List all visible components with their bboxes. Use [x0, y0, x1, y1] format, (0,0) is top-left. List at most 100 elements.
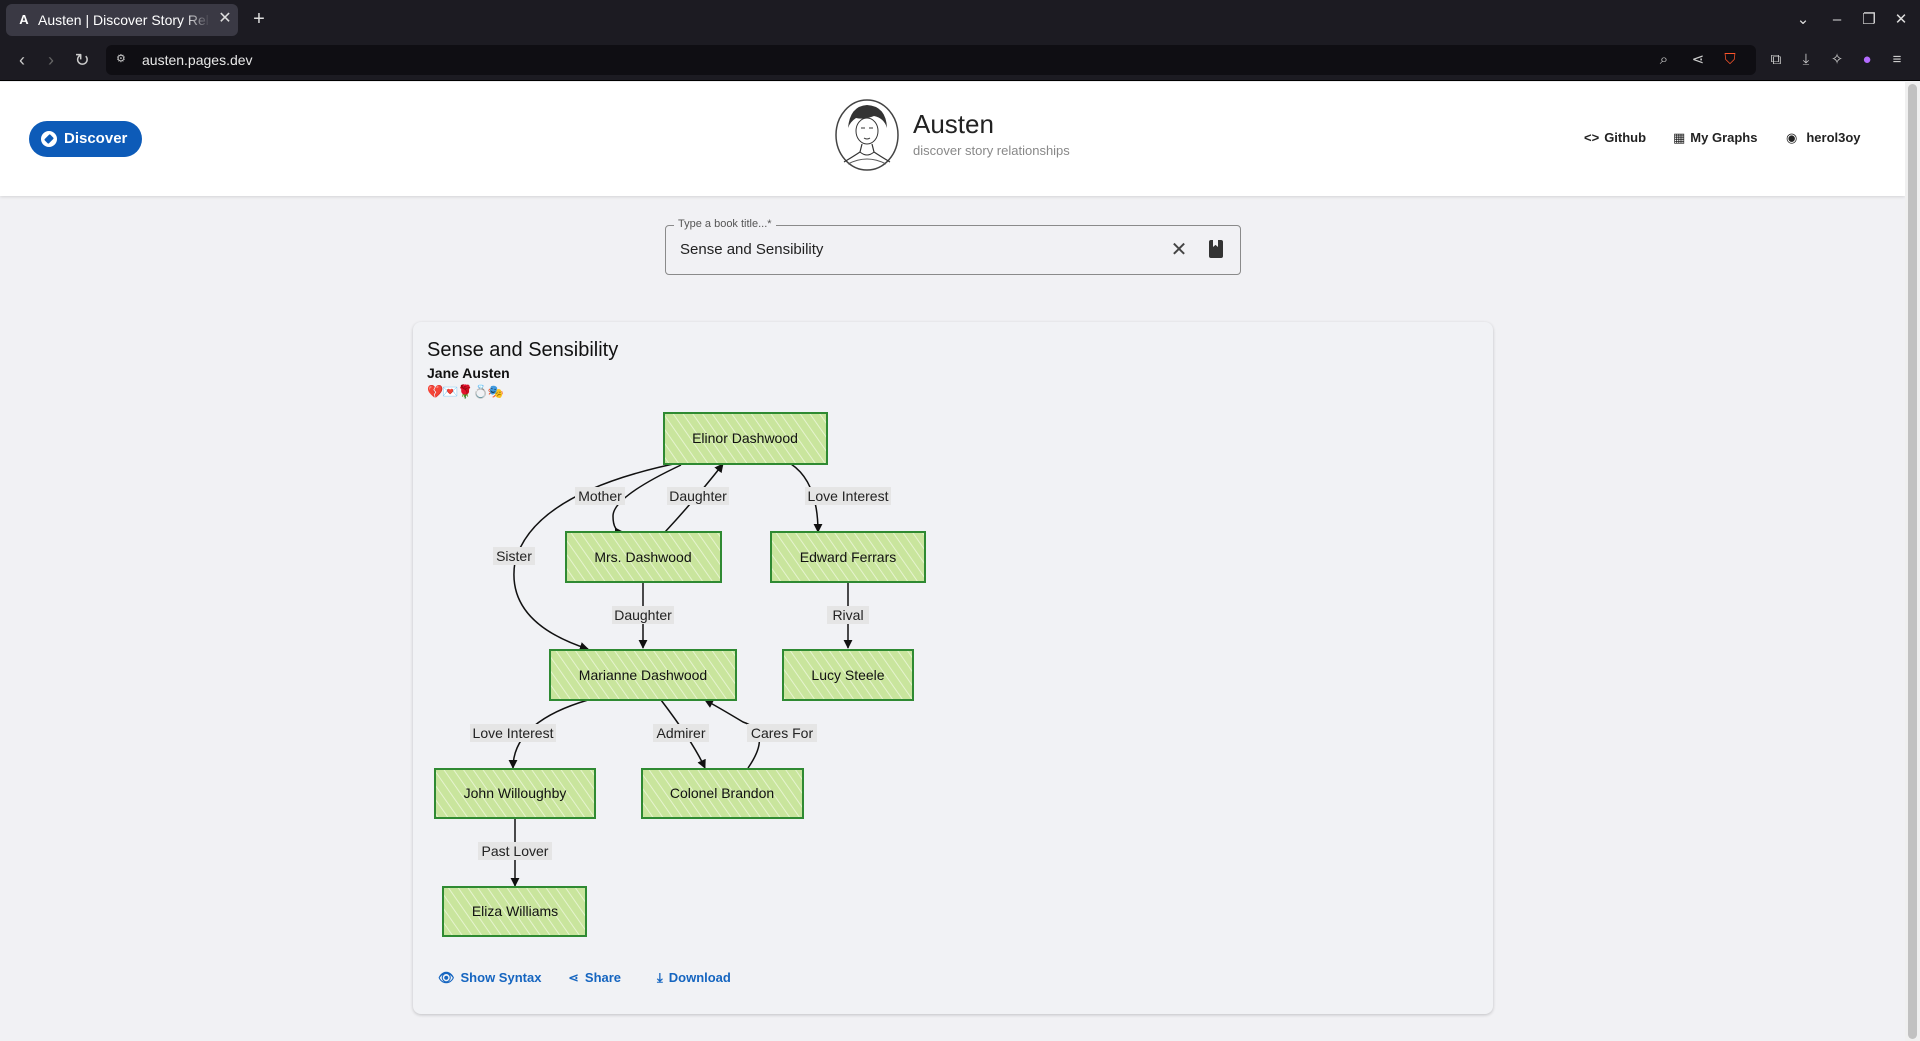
svg-text:Mother: Mother	[578, 488, 622, 504]
browser-toolbar: ‹ › ↻ ⚙ austen.pages.dev ⌕ ⋖ ⛉ ⧉ ⤓ ✧ ● ≡	[0, 40, 1920, 81]
share-button[interactable]: ⋖ Share	[568, 970, 621, 986]
browser-tab-bar: A Austen | Discover Story Relationships …	[0, 0, 1920, 40]
code-icon: <>	[1584, 130, 1600, 145]
svg-text:Daughter: Daughter	[669, 488, 727, 504]
user-account-link[interactable]: ◉ herol3oy	[1786, 130, 1861, 146]
window-close-icon[interactable]: ✕	[1894, 11, 1908, 28]
svg-text:Colonel Brandon: Colonel Brandon	[670, 785, 774, 801]
show-syntax-button[interactable]: 👁 Show Syntax	[438, 970, 541, 986]
edge-label-cares-for: Cares For	[747, 724, 817, 742]
address-bar[interactable]: ⚙ austen.pages.dev ⌕ ⋖ ⛉	[106, 45, 1756, 75]
dashboard-grid-icon: ▦	[1673, 130, 1686, 145]
book-title-search[interactable]: Type a book title...* ✕	[665, 217, 1241, 275]
node-lucy-steele[interactable]: Lucy Steele	[782, 649, 914, 701]
download-button[interactable]: ⤓ Download	[657, 970, 731, 986]
github-link[interactable]: <> Github	[1584, 130, 1646, 146]
node-mrs-dashwood[interactable]: Mrs. Dashwood	[565, 531, 722, 583]
url-text: austen.pages.dev	[142, 52, 253, 68]
svg-text:Eliza Williams: Eliza Williams	[472, 903, 558, 919]
discover-label: Discover	[64, 130, 128, 147]
edge-label-sister: Sister	[493, 547, 535, 565]
show-syntax-label: Show Syntax	[460, 970, 542, 985]
forward-icon[interactable]: ›	[48, 50, 54, 70]
page-scrollbar[interactable]	[1905, 82, 1920, 1041]
book-icon[interactable]	[1209, 240, 1223, 258]
browser-tab[interactable]: A Austen | Discover Story Relationships …	[6, 4, 238, 36]
edge-label-daughter-2: Daughter	[612, 606, 674, 624]
scrollbar-thumb[interactable]	[1908, 84, 1917, 1039]
book-title: Sense and Sensibility	[427, 339, 619, 361]
brand-subtitle: discover story relationships	[913, 143, 1070, 158]
svg-text:Elinor Dashwood: Elinor Dashwood	[692, 430, 798, 446]
new-tab-icon[interactable]: +	[253, 8, 265, 30]
node-marianne-dashwood[interactable]: Marianne Dashwood	[549, 649, 737, 701]
search-label: Type a book title...*	[674, 217, 776, 231]
leo-ai-icon[interactable]: ✧	[1830, 51, 1844, 68]
svg-text:Love Interest: Love Interest	[808, 488, 889, 504]
wallet-icon[interactable]: ●	[1862, 51, 1872, 68]
svg-text:Daughter: Daughter	[614, 607, 672, 623]
tab-list-chevron-down-icon[interactable]: ⌄	[1796, 11, 1810, 28]
relationship-graph: Mother Daughter Love Interest Sister Dau…	[434, 412, 926, 937]
svg-text:Mrs. Dashwood: Mrs. Dashwood	[594, 549, 691, 565]
book-title-input[interactable]	[680, 241, 1140, 258]
edge-label-love-interest-2: Love Interest	[470, 724, 556, 742]
my-graphs-link[interactable]: ▦ My Graphs	[1673, 130, 1757, 146]
zoom-icon[interactable]: ⌕	[1659, 51, 1669, 68]
eye-icon: 👁	[438, 970, 455, 985]
maximize-icon[interactable]: ❐	[1862, 11, 1876, 28]
svg-text:Marianne Dashwood: Marianne Dashwood	[579, 667, 707, 683]
austen-portrait-logo[interactable]	[834, 98, 900, 172]
tab-close-icon[interactable]: ✕	[218, 10, 232, 27]
node-eliza-williams[interactable]: Eliza Williams	[442, 886, 587, 937]
tab-title: Austen | Discover Story Relationships	[38, 12, 210, 28]
story-graph-card: Sense and Sensibility Jane Austen 💔💌🌹💍🎭 …	[413, 322, 1493, 1014]
edge-label-past-lover: Past Lover	[478, 842, 552, 860]
svg-text:Edward Ferrars: Edward Ferrars	[800, 549, 896, 565]
share-icon: ⋖	[568, 970, 579, 985]
svg-text:Love Interest: Love Interest	[473, 725, 554, 741]
svg-text:Past Lover: Past Lover	[482, 843, 549, 859]
node-elinor-dashwood[interactable]: Elinor Dashwood	[663, 412, 828, 465]
compass-icon	[41, 131, 57, 147]
edge-label-rival: Rival	[827, 606, 869, 624]
back-icon[interactable]: ‹	[19, 50, 25, 70]
download-icon: ⤓	[657, 970, 663, 985]
edge-label-mother: Mother	[575, 487, 625, 505]
svg-text:Sister: Sister	[496, 548, 532, 564]
svg-text:Cares For: Cares For	[751, 725, 814, 741]
downloads-icon[interactable]: ⤓	[1802, 51, 1810, 68]
edge-label-daughter-1: Daughter	[667, 487, 729, 505]
node-colonel-brandon[interactable]: Colonel Brandon	[641, 768, 804, 819]
edge-label-admirer: Admirer	[653, 724, 709, 742]
austen-favicon-icon: A	[19, 12, 29, 27]
book-emojis: 💔💌🌹💍🎭	[427, 384, 504, 399]
svg-text:Lucy Steele: Lucy Steele	[811, 667, 884, 683]
svg-text:Rival: Rival	[832, 607, 863, 623]
my-graphs-label: My Graphs	[1690, 130, 1758, 145]
clear-search-icon[interactable]: ✕	[1170, 239, 1188, 261]
account-circle-icon: ◉	[1786, 130, 1798, 145]
brand-title: Austen	[913, 109, 994, 139]
reload-icon[interactable]: ↻	[74, 50, 90, 70]
share-url-icon[interactable]: ⋖	[1691, 51, 1705, 68]
brave-shields-icon[interactable]: ⛉	[1724, 51, 1736, 68]
svg-text:Admirer: Admirer	[656, 725, 705, 741]
minimize-icon[interactable]: –	[1832, 11, 1842, 28]
svg-text:John Willoughby: John Willoughby	[464, 785, 567, 801]
discover-button[interactable]: Discover	[29, 121, 142, 157]
share-label: Share	[584, 970, 622, 985]
github-label: Github	[1604, 130, 1647, 145]
menu-icon[interactable]: ≡	[1892, 51, 1902, 68]
edge-cares-for	[704, 699, 761, 769]
node-john-willoughby[interactable]: John Willoughby	[434, 768, 596, 819]
site-settings-icon[interactable]: ⚙	[116, 53, 126, 65]
download-label: Download	[668, 970, 731, 985]
node-edward-ferrars[interactable]: Edward Ferrars	[770, 531, 926, 583]
book-author: Jane Austen	[427, 365, 510, 381]
username-label: herol3oy	[1806, 130, 1861, 145]
extensions-icon[interactable]: ⧉	[1770, 51, 1782, 68]
edge-mother	[612, 464, 682, 537]
site-header: Discover Austen discover story relations…	[0, 82, 1905, 196]
edge-label-love-interest-1: Love Interest	[805, 487, 891, 505]
